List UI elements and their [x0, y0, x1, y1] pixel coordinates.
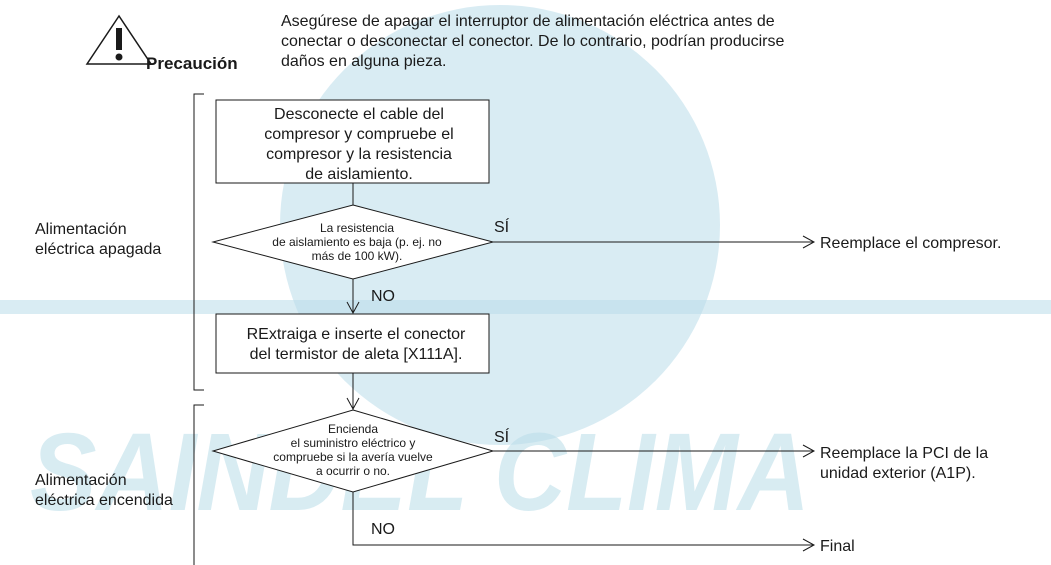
text-line: Desconecte el cable del: [274, 106, 444, 123]
text-line: eléctrica apagada: [35, 241, 161, 258]
outcome-final: Final: [820, 538, 855, 555]
phase-label-power-on: Alimentación eléctrica encendida: [35, 472, 173, 509]
text-line: Reemplace el compresor.: [820, 235, 1001, 252]
warning-icon: [85, 14, 153, 65]
yes-label: SÍ: [494, 427, 510, 446]
text-line: de aislamiento.: [305, 166, 413, 183]
text-line: Encienda: [328, 422, 378, 436]
text-line: Reemplace la PCI de la: [820, 445, 988, 462]
text-line: el suministro eléctrico y: [291, 436, 416, 450]
outcome-replace-pcb: Reemplace la PCI de la unidad exterior (A…: [820, 445, 988, 482]
yes-label: SÍ: [494, 217, 510, 236]
arrow-down-icon: [346, 301, 360, 315]
arrow-head-icon: [802, 538, 816, 552]
step-reinsert-connector-box: [215, 313, 490, 374]
text-line: Alimentación: [35, 472, 127, 489]
text-line: RExtraiga e inserte el conector: [247, 326, 466, 343]
text-line: conectar o desconectar el conector. De l…: [281, 33, 784, 50]
text-line: daños en alguna pieza.: [281, 53, 446, 70]
step-disconnect-compressor-text: Desconecte el cable del compresor y compr…: [264, 106, 453, 183]
phase-label-power-off: Alimentación eléctrica apagada: [35, 221, 161, 258]
arrow-head-icon: [802, 235, 816, 249]
caution-label: Precaución: [146, 54, 238, 73]
caution-block: Precaución Asegúrese de apagar el interr…: [85, 13, 784, 73]
no-label: NO: [371, 288, 395, 305]
text-line: Asegúrese de apagar el interruptor de al…: [281, 13, 775, 30]
text-line: Alimentación: [35, 221, 127, 238]
text-line: compresor y compruebe el: [264, 126, 453, 143]
no-branch-line: [352, 492, 813, 546]
text-line: de aislamiento es baja (p. ej. no: [272, 235, 442, 249]
text-line: a ocurrir o no.: [316, 464, 390, 478]
text-line: unidad exterior (A1P).: [820, 465, 976, 482]
text-line: compresor y la resistencia: [266, 146, 452, 163]
text-line: La resistencia: [320, 221, 394, 235]
text-line: Final: [820, 538, 855, 555]
step-reinsert-connector-text: RExtraiga e inserte el conector del termi…: [247, 326, 466, 363]
text-line: más de 100 kW).: [312, 249, 403, 263]
text-line: compruebe si la avería vuelve: [273, 450, 433, 464]
power-off-bracket: [193, 93, 204, 391]
text-line: eléctrica encendida: [35, 492, 173, 509]
text-line: del termistor de aleta [X111A].: [250, 346, 463, 363]
power-on-bracket: [193, 404, 204, 565]
arrow-head-icon: [802, 444, 816, 458]
no-label: NO: [371, 521, 395, 538]
arrow-down-icon: [346, 397, 360, 411]
caution-text: Asegúrese de apagar el interruptor de al…: [281, 13, 784, 70]
outcome-replace-compressor: Reemplace el compresor.: [820, 235, 1001, 252]
